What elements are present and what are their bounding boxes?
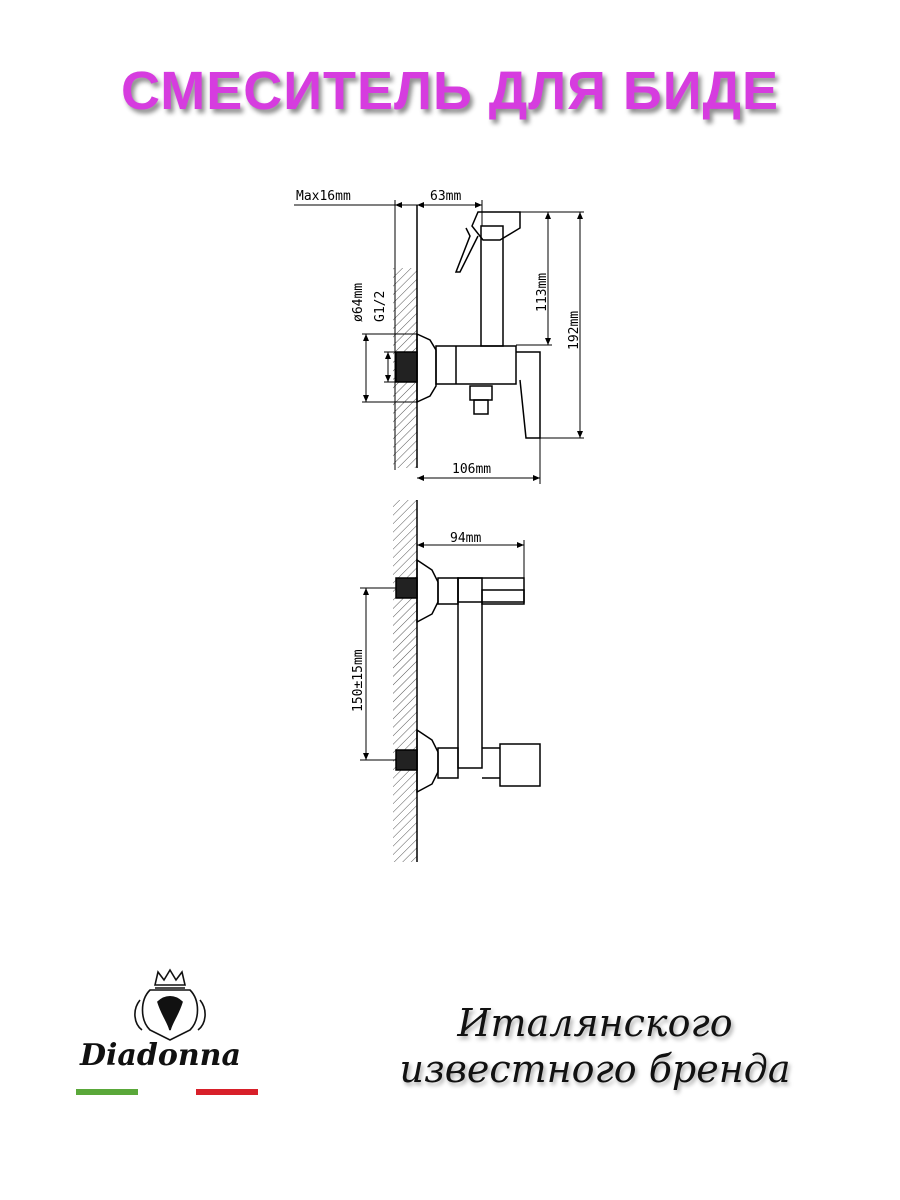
dim-150: 150±15mm bbox=[351, 649, 366, 712]
page-title: СМЕСИТЕЛЬ ДЛЯ БИДЕ bbox=[120, 61, 780, 121]
mixer-body-top bbox=[435, 345, 517, 385]
flange-top bbox=[416, 332, 437, 404]
lever-handle-top bbox=[516, 351, 541, 439]
lower-body bbox=[437, 747, 459, 779]
riser-top bbox=[480, 225, 504, 347]
flange-lower bbox=[416, 728, 439, 794]
wall-pipe-top bbox=[395, 351, 418, 383]
brand-stripe-red bbox=[196, 1089, 258, 1095]
wall-pipe-upper bbox=[395, 577, 418, 599]
tagline: Италянского известного бренда bbox=[360, 1000, 830, 1092]
dim-63: 63mm bbox=[430, 189, 461, 204]
hose-nut-top bbox=[469, 385, 493, 401]
brand-stripe-green bbox=[76, 1089, 138, 1095]
dim-max16: Max16mm bbox=[296, 189, 351, 204]
crest-icon bbox=[134, 968, 206, 1041]
dim-106: 106mm bbox=[452, 462, 491, 477]
bottom-view bbox=[360, 500, 541, 862]
tagline-line-1: Италянского bbox=[457, 1001, 733, 1045]
dim-d64: ø64mm bbox=[351, 283, 366, 322]
brand-logo-text: Diadonna bbox=[80, 1038, 241, 1073]
upper-body bbox=[437, 577, 459, 605]
tagline-line-2: известного бренда bbox=[399, 1047, 791, 1091]
top-view bbox=[294, 200, 584, 484]
shower-lever-top bbox=[454, 227, 479, 273]
dim-g12: G1/2 bbox=[373, 291, 388, 322]
dim-113: 113mm bbox=[535, 273, 550, 312]
connecting-tube bbox=[457, 577, 483, 769]
flange-upper bbox=[416, 558, 439, 624]
shower-head-top bbox=[471, 211, 521, 241]
wall-pipe-lower bbox=[395, 749, 418, 771]
wall-hatch-bottom bbox=[393, 500, 417, 862]
lever-handle-bottom bbox=[499, 743, 541, 787]
dim-94: 94mm bbox=[450, 531, 481, 546]
dim-192: 192mm bbox=[567, 311, 582, 350]
